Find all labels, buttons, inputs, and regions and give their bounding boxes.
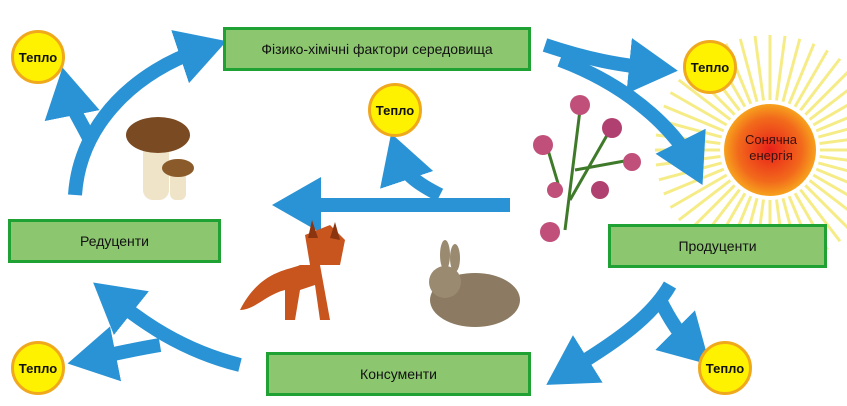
clover-icon [533,95,641,242]
sun-label-line1: Сонячна [744,132,798,147]
sun-ray [819,155,847,162]
sun-ray [812,173,847,197]
sun-ray [663,104,725,133]
heat-circle-top-right: Тепло [683,40,737,94]
sun-ray [799,57,842,112]
sun-ray [817,161,847,173]
arrow-abiotic-heat [542,38,678,94]
sun-ray [787,43,816,105]
sun-ray [738,38,759,103]
sun-ray [687,184,736,233]
sun-ray [808,179,847,211]
arrow-producers-to-consumers [546,281,677,385]
sun-ray [669,173,728,209]
sun-ray [775,35,787,101]
sun-ray [669,91,728,127]
abiotic-factors-box: Фізико-хімічні фактори середовища [223,27,531,71]
heat-circle-center: Тепло [368,83,422,137]
sun-ray [799,188,842,243]
decomposers-box: Редуценти [8,219,221,263]
rabbit-icon [429,240,520,327]
fox-icon [240,220,345,320]
arrows [44,30,710,385]
mushroom-icon [126,117,194,200]
sun-ray [808,89,847,121]
sun-icon [724,104,816,196]
sun-ray [804,184,847,230]
arrow-consumers-to-decomposers [93,282,242,372]
sun-ray [781,38,802,103]
sun-ray [804,70,847,116]
heat-circle-top-left: Тепло [11,30,65,84]
sun-ray [817,127,847,139]
sun-ray [793,49,829,108]
arrow-producers-heat [653,296,710,365]
sun-ray [819,138,847,145]
sun-ray [677,78,732,121]
producers-box: Продуценти [608,224,827,268]
sun-ray [658,161,723,182]
arrow-abiotic-to-producers [557,53,706,186]
heat-circle-bottom-right: Тепло [698,341,752,395]
arrow-decomposers-heat [44,67,100,144]
sun-ray [815,167,847,184]
sun-ray [812,103,847,127]
heat-circle-bottom-left: Тепло [11,341,65,395]
sun-ray [677,179,732,222]
consumers-box: Консументи [266,352,531,396]
sun-label-line2: енергія [749,148,793,163]
arrow-consumers-heat [67,326,162,382]
sun-ray [753,35,765,101]
sun-label: Сонячна енергія [735,132,807,164]
arrow-decomposers-to-abiotic [68,30,227,196]
arrow-middle-heat [380,133,444,202]
sun-ray [815,116,847,133]
